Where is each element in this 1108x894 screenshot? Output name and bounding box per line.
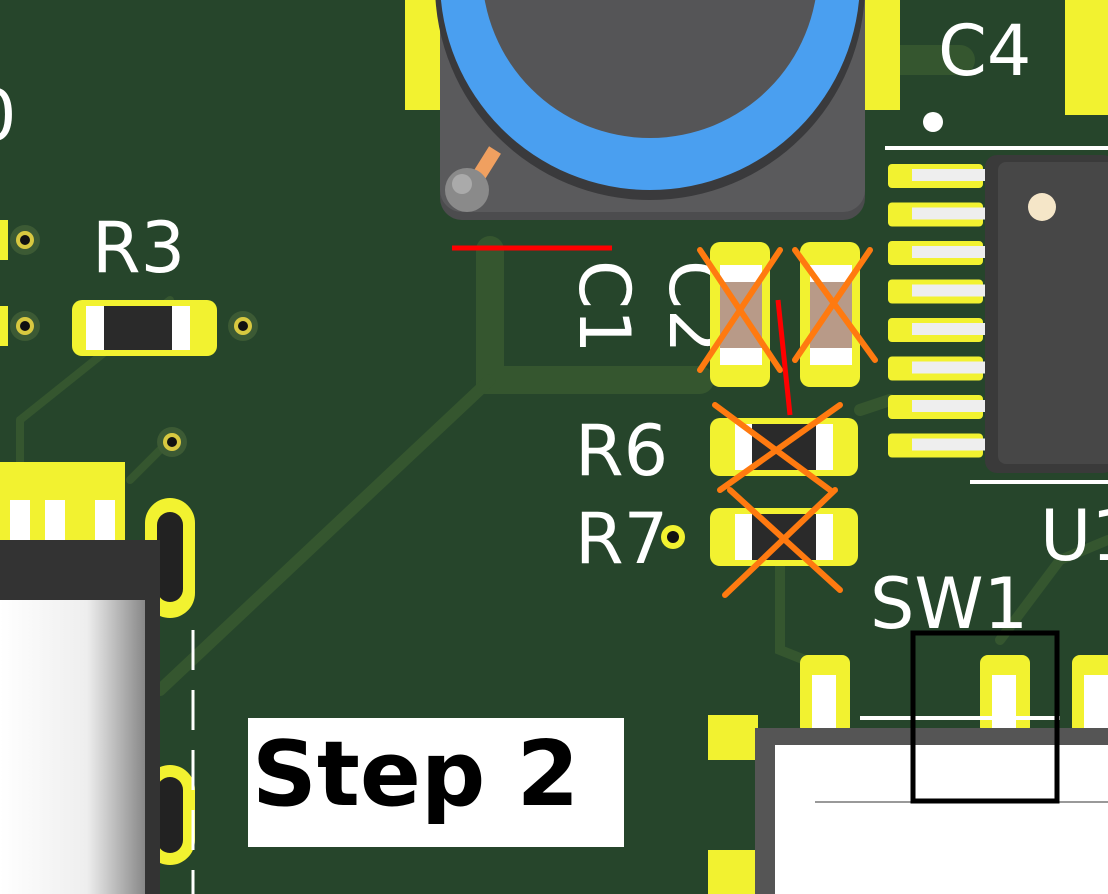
label-c1: C1	[563, 260, 645, 353]
highlight-box	[910, 630, 1060, 804]
label-r3: R3	[92, 207, 185, 289]
c4-pad	[1065, 0, 1108, 115]
step-annotation-box	[248, 718, 624, 847]
copper-traces	[16, 45, 1108, 696]
label-c4: C4	[938, 10, 1031, 92]
vias	[0, 220, 258, 457]
resistor-r3	[72, 300, 217, 356]
step-annotation-text: Step 2	[252, 722, 579, 827]
pin1-dot	[923, 112, 943, 132]
removed-component-marks	[697, 247, 878, 598]
red-mark-wire	[775, 299, 793, 416]
ic-u1	[885, 146, 1108, 484]
connector-left	[0, 462, 195, 894]
switch-sw1	[708, 630, 1108, 894]
label-left-partial: 0	[0, 75, 17, 157]
label-r7: R7	[575, 498, 668, 580]
capacitor-c2	[800, 242, 860, 387]
label-u1: U1	[1040, 495, 1108, 577]
inductor	[405, 0, 900, 220]
label-r6: R6	[575, 410, 668, 492]
